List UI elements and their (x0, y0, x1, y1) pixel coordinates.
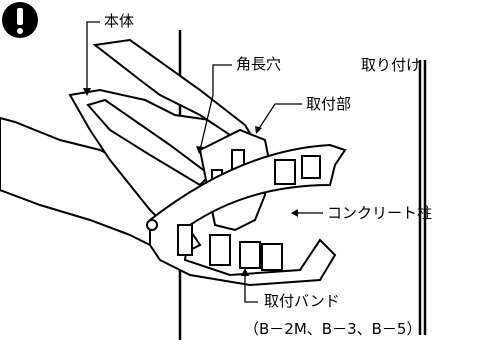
label-pole: コンクリート柱 (327, 204, 433, 222)
label-band-models: （B－2M、B－3、B－5） (244, 320, 422, 338)
mount-band (146, 143, 347, 287)
leader-lines (86, 21, 323, 303)
exclamation-circle-icon (2, 2, 38, 38)
label-body: 本体 (104, 12, 135, 30)
label-slot: 角長穴 (236, 55, 282, 73)
label-band: 取付バンド (264, 292, 340, 310)
label-mount: 取付部 (306, 95, 352, 113)
label-notice: 取り付け (361, 56, 422, 74)
leader-arrows (83, 88, 298, 276)
